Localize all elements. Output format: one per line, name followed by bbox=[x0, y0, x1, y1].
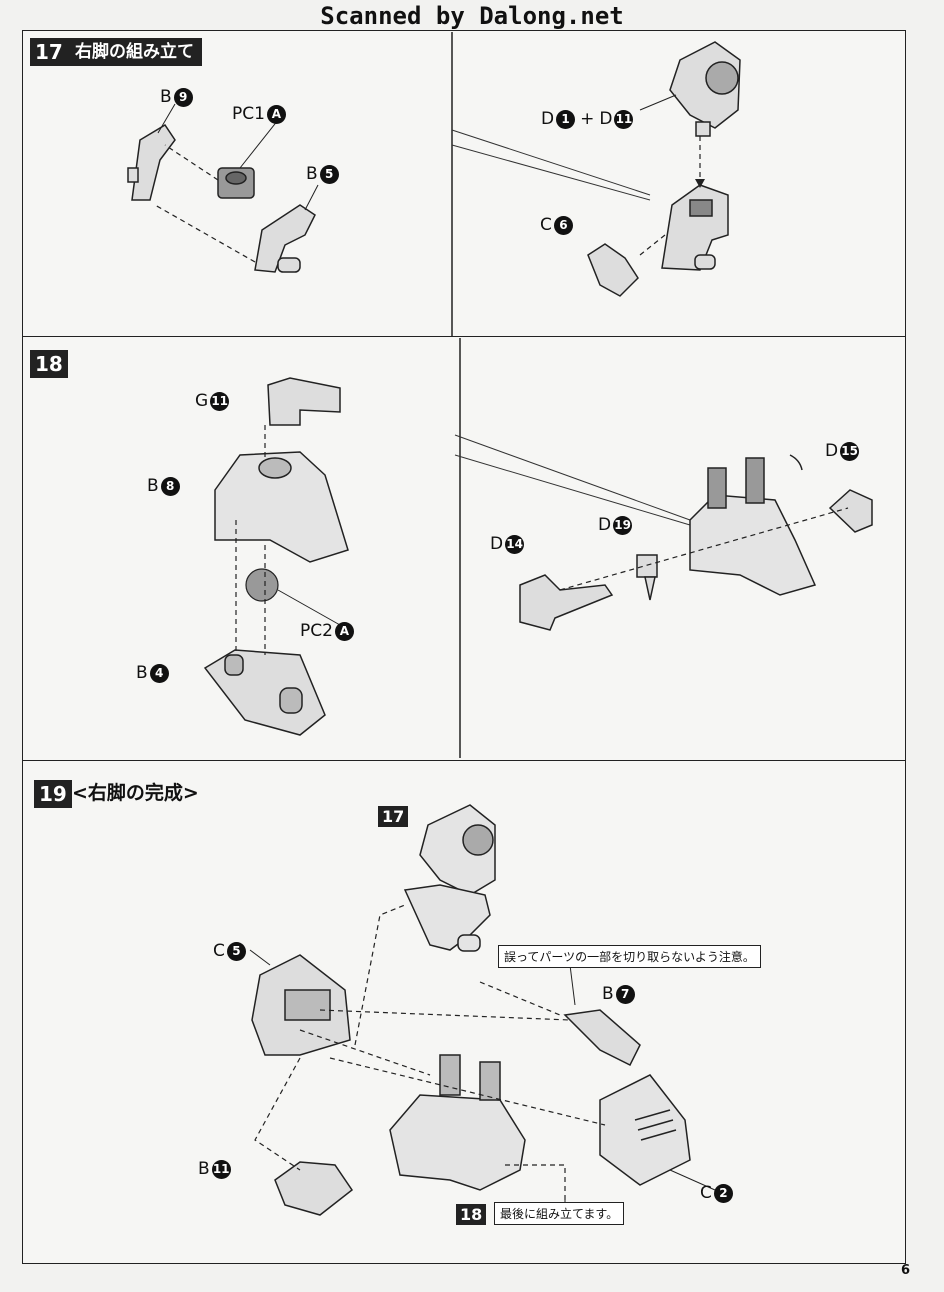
step17-panel bbox=[22, 30, 906, 338]
part-c5 bbox=[251, 954, 351, 1056]
badge: 11 bbox=[210, 391, 230, 411]
badge: 9 bbox=[173, 87, 193, 107]
part-d19 bbox=[636, 554, 658, 601]
step19-title: <右脚の完成> bbox=[72, 782, 199, 804]
badge: 4 bbox=[149, 663, 169, 683]
step18-number: 18 bbox=[30, 350, 68, 378]
step-ref-17: 17 bbox=[378, 806, 409, 827]
part-b4 bbox=[203, 649, 326, 736]
caution-note: 誤ってパーツの一部を切り取らないよう注意。 bbox=[498, 945, 761, 968]
badge: 8 bbox=[160, 476, 180, 496]
badge: 5 bbox=[319, 164, 339, 184]
step19-number: 19 bbox=[34, 780, 72, 808]
part-c6 bbox=[587, 243, 639, 297]
part-b5 bbox=[254, 204, 316, 273]
badge: 5 bbox=[226, 941, 246, 961]
badge: 15 bbox=[840, 441, 860, 461]
part-18-assembled bbox=[389, 1054, 526, 1191]
badge: 6 bbox=[553, 215, 573, 235]
part-c2 bbox=[599, 1074, 691, 1186]
part-d15 bbox=[828, 489, 873, 533]
badge: A bbox=[266, 104, 286, 124]
assembly-order-note: 最後に組み立てます。 bbox=[494, 1202, 625, 1225]
badge: 7 bbox=[615, 984, 635, 1004]
badge: A bbox=[334, 621, 354, 641]
badge: 19 bbox=[613, 515, 633, 535]
part-pc1a bbox=[217, 167, 255, 199]
part-b8-assembled bbox=[689, 457, 817, 596]
step17-number: 17 bbox=[30, 38, 68, 66]
part-b9 bbox=[127, 123, 176, 201]
badge: 11 bbox=[211, 1159, 231, 1179]
part-assembled-17 bbox=[661, 184, 729, 271]
badge: 2 bbox=[713, 1183, 733, 1203]
part-b7 bbox=[563, 1009, 641, 1067]
part-17-assembled bbox=[403, 804, 496, 952]
part-d1-d11 bbox=[669, 41, 741, 137]
badge: 11 bbox=[614, 109, 634, 129]
part-d14 bbox=[519, 574, 614, 631]
step17-title: 右脚の組み立て bbox=[67, 38, 202, 66]
badge: 14 bbox=[505, 534, 525, 554]
part-pc2a bbox=[245, 568, 279, 602]
part-g11 bbox=[267, 377, 341, 426]
badge: 1 bbox=[556, 109, 576, 129]
step-ref-18: 18 bbox=[456, 1204, 487, 1225]
watermark: Scanned by Dalong.net bbox=[320, 2, 624, 30]
part-b8 bbox=[214, 451, 349, 563]
page-number: 6 bbox=[900, 1263, 910, 1278]
part-b11 bbox=[274, 1161, 354, 1216]
